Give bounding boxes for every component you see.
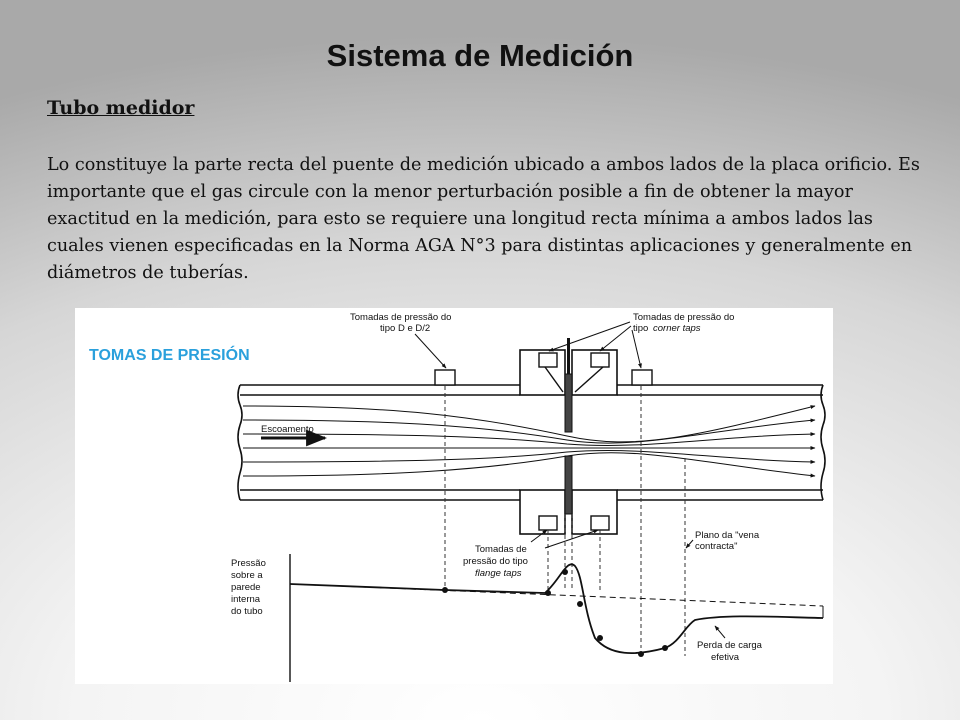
svg-text:flange taps: flange taps — [475, 568, 522, 579]
label-corner-taps: Tomadas de pressão do tipo corner taps — [633, 312, 734, 334]
svg-text:sobre a: sobre a — [231, 570, 263, 581]
svg-text:contracta": contracta" — [695, 541, 737, 552]
svg-text:Tomadas de pressão do: Tomadas de pressão do — [633, 312, 734, 323]
body-paragraph: Lo constituye la parte recta del puente … — [47, 155, 920, 283]
label-d-d2: Tomadas de pressão do tipo D e D/2 — [350, 312, 451, 334]
projection-lines — [444, 386, 686, 656]
pressure-graph: Pressão sobre a parede interna do tubo P… — [231, 554, 824, 682]
svg-text:parede: parede — [231, 582, 261, 593]
label-vena-contracta: Plano da "vena contracta" — [685, 530, 760, 552]
svg-text:interna: interna — [231, 594, 261, 605]
label-flange-taps: Tomadas de pressão do tipo flange taps — [463, 529, 599, 579]
section-subtitle: Tubo medidor — [47, 97, 195, 119]
pipe — [237, 384, 826, 501]
svg-text:pressão do tipo: pressão do tipo — [463, 556, 528, 567]
label-leaders — [414, 321, 642, 369]
svg-text:tipo D e D/2: tipo D e D/2 — [380, 323, 430, 334]
orifice-plate — [564, 338, 573, 515]
svg-text:Pressão: Pressão — [231, 558, 266, 569]
svg-text:do tubo: do tubo — [231, 606, 263, 617]
tap-fittings — [434, 352, 653, 531]
svg-text:Perda de carga: Perda de carga — [697, 640, 763, 651]
svg-text:corner taps: corner taps — [653, 323, 701, 334]
streamlines — [242, 405, 816, 478]
diagram-heading: TOMAS DE PRESIÓN — [89, 345, 250, 364]
svg-text:efetiva: efetiva — [711, 652, 740, 663]
label-effective-loss: Perda de carga efetiva — [697, 625, 763, 663]
svg-text:tipo: tipo — [633, 323, 648, 334]
slide-title: Sistema de Medición — [326, 38, 634, 73]
svg-text:Tomadas de pressão do: Tomadas de pressão do — [350, 312, 451, 323]
svg-text:Plano da "vena: Plano da "vena — [695, 530, 760, 541]
flow-label: Escoamento — [261, 424, 314, 435]
label-pressure-axis: Pressão sobre a parede interna do tubo — [231, 558, 266, 617]
svg-text:Tomadas de: Tomadas de — [475, 544, 527, 555]
pressure-taps-diagram: TOMAS DE PRESIÓN — [75, 308, 833, 684]
